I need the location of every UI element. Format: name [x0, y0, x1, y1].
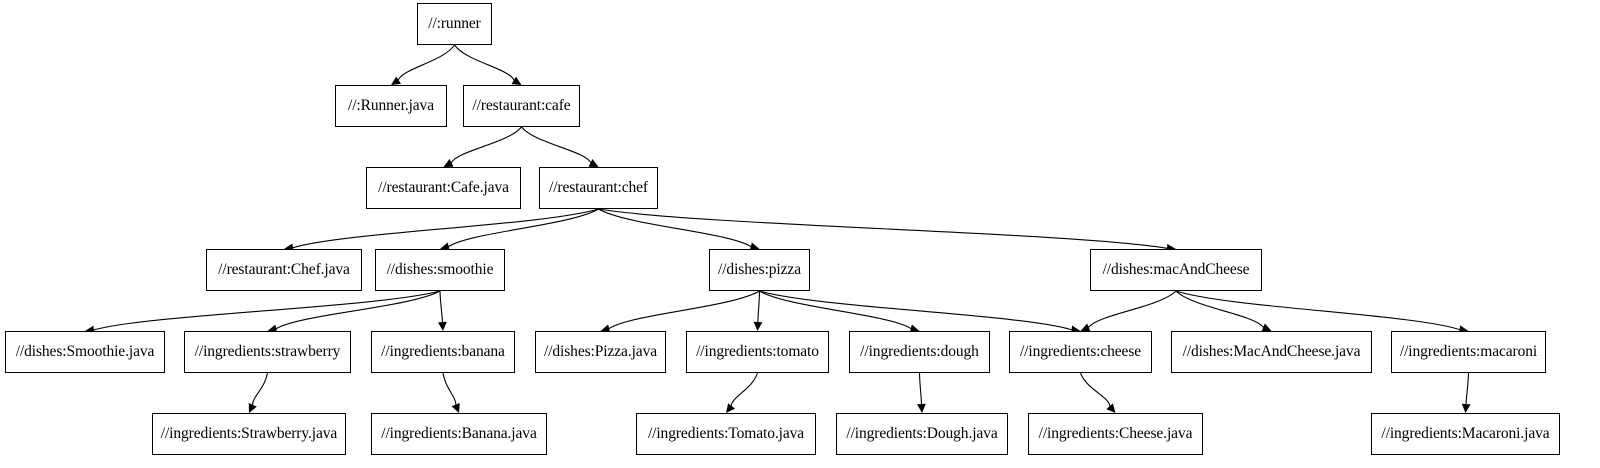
graph-node-restaurant-cafe-java[interactable]: //restaurant:Cafe.java	[366, 167, 521, 209]
graph-edge-dishes-macandcheese-to-dishes-macandcheese-java	[1175, 290, 1265, 329]
graph-node-dishes-pizza[interactable]: //dishes:pizza	[709, 249, 810, 291]
graph-node-label: //dishes:smoothie	[386, 261, 494, 279]
graph-node-label: //ingredients:Dough.java	[846, 425, 998, 443]
graph-node-label: //ingredients:strawberry	[194, 343, 341, 361]
graph-edge-restaurant-cafe-to-restaurant-cafe-java	[450, 126, 522, 164]
graph-node-label: //ingredients:Strawberry.java	[160, 425, 338, 443]
graph-edge-arrowhead	[437, 321, 447, 331]
graph-node-dishes-macandcheese[interactable]: //dishes:macAndCheese	[1090, 249, 1262, 291]
graph-node-label: //ingredients:Banana.java	[381, 425, 537, 443]
graph-node-label: //ingredients:tomato	[696, 343, 819, 361]
graph-node-label: //ingredients:macaroni	[1399, 343, 1538, 361]
graph-edge-arrowhead	[588, 158, 599, 167]
graph-node-label: //ingredients:banana	[381, 343, 505, 361]
graph-node-label: //dishes:Smoothie.java	[15, 343, 155, 361]
graph-node-label: //dishes:MacAndCheese.java	[1182, 343, 1361, 361]
graph-node-ing-tomato-java[interactable]: //ingredients:Tomato.java	[636, 413, 816, 455]
graph-node-label: //:runner	[428, 15, 481, 33]
graph-edge-arrowhead	[917, 403, 926, 413]
graph-edge-arrowhead	[391, 76, 401, 85]
graph-node-runner[interactable]: //:runner	[417, 3, 492, 45]
graph-edge-arrowhead	[726, 403, 736, 413]
graph-edge-dishes-macandcheese-to-ing-cheese	[1087, 290, 1177, 329]
graph-edge-dishes-pizza-to-ing-cheese	[759, 290, 1073, 331]
graph-edge-ing-macaroni-to-ing-macaroni-java	[1465, 372, 1470, 405]
graph-node-ing-cheese[interactable]: //ingredients:cheese	[1009, 331, 1152, 373]
graph-node-ing-dough[interactable]: //ingredients:dough	[849, 331, 990, 373]
graph-node-label: //ingredients:cheese	[1019, 343, 1142, 361]
graph-node-runner-java[interactable]: //:Runner.java	[335, 85, 447, 127]
graph-edge-arrowhead	[248, 402, 257, 413]
graph-edge-arrowhead	[511, 76, 522, 85]
graph-edge-arrowhead	[753, 321, 763, 331]
graph-edge-ing-strawberry-to-ing-strawberry-java	[251, 372, 269, 406]
graph-edge-arrowhead	[451, 403, 460, 413]
graph-node-dishes-macandcheese-java[interactable]: //dishes:MacAndCheese.java	[1171, 331, 1372, 373]
graph-edge-arrowhead	[1106, 403, 1116, 413]
graph-edge-dishes-pizza-to-dishes-pizza-java	[608, 290, 760, 330]
graph-node-ing-dough-java[interactable]: //ingredients:Dough.java	[836, 413, 1008, 455]
graph-node-dishes-smoothie-java[interactable]: //dishes:Smoothie.java	[5, 331, 165, 373]
graph-node-ing-banana-java[interactable]: //ingredients:Banana.java	[371, 413, 547, 455]
graph-node-restaurant-cafe[interactable]: //restaurant:cafe	[463, 85, 580, 127]
graph-node-label: //ingredients:Tomato.java	[647, 425, 805, 443]
graph-edge-arrowhead	[1461, 403, 1471, 413]
graph-node-dishes-pizza-java[interactable]: //dishes:Pizza.java	[535, 331, 666, 373]
graph-node-ing-banana[interactable]: //ingredients:banana	[371, 331, 515, 373]
graph-edge-arrowhead	[443, 158, 454, 167]
graph-node-restaurant-chef-java[interactable]: //restaurant:Chef.java	[206, 249, 362, 291]
graph-node-label: //ingredients:Macaroni.java	[1381, 425, 1550, 443]
graph-edge-dishes-smoothie-to-ing-strawberry	[275, 290, 441, 330]
graph-node-label: //ingredients:dough	[860, 343, 979, 361]
graph-edge-restaurant-chef-to-dishes-pizza	[598, 208, 752, 248]
graph-node-dishes-smoothie[interactable]: //dishes:smoothie	[375, 249, 505, 291]
graph-edge-ing-tomato-to-ing-tomato-java	[730, 372, 759, 407]
graph-node-ing-cheese-java[interactable]: //ingredients:Cheese.java	[1028, 413, 1203, 455]
graph-node-ing-strawberry[interactable]: //ingredients:strawberry	[184, 331, 351, 373]
graph-edge-dishes-pizza-to-ing-tomato	[757, 290, 761, 323]
graph-node-ing-macaroni[interactable]: //ingredients:macaroni	[1391, 331, 1546, 373]
graph-node-label: //dishes:pizza	[718, 261, 801, 279]
graph-edge-ing-banana-to-ing-banana-java	[442, 372, 457, 406]
graph-edge-restaurant-cafe-to-restaurant-chef	[521, 126, 592, 164]
graph-node-label: //restaurant:cafe	[472, 97, 571, 115]
graph-node-label: //dishes:macAndCheese	[1102, 261, 1250, 279]
graph-node-ing-macaroni-java[interactable]: //ingredients:Macaroni.java	[1371, 413, 1560, 455]
graph-node-restaurant-chef[interactable]: //restaurant:chef	[539, 167, 658, 209]
graph-node-ing-strawberry-java[interactable]: //ingredients:Strawberry.java	[152, 413, 346, 455]
graph-edge-dishes-macandcheese-to-ing-macaroni	[1175, 290, 1461, 331]
graph-edge-ing-cheese-to-ing-cheese-java	[1079, 372, 1111, 407]
graph-node-label: //ingredients:Cheese.java	[1038, 425, 1193, 443]
graph-edge-runner-to-restaurant-cafe	[454, 44, 515, 82]
graph-edge-ing-dough-to-ing-dough-java	[918, 372, 923, 405]
graph-edge-dishes-smoothie-to-ing-banana	[439, 290, 443, 323]
graph-node-label: //dishes:Pizza.java	[543, 343, 658, 361]
graph-node-label: //:Runner.java	[348, 97, 434, 115]
graph-edge-restaurant-chef-to-dishes-macandcheese	[598, 208, 1168, 249]
graph-edge-dishes-pizza-to-ing-dough	[759, 290, 912, 330]
graph-node-label: //restaurant:chef	[549, 179, 648, 197]
graph-node-label: //restaurant:Chef.java	[218, 261, 350, 279]
graph-node-label: //restaurant:Cafe.java	[378, 179, 509, 197]
graph-edge-restaurant-chef-to-restaurant-chef-java	[292, 208, 599, 249]
graph-node-ing-tomato[interactable]: //ingredients:tomato	[686, 331, 829, 373]
graph-edge-runner-to-runner-java	[397, 44, 455, 81]
graph-edge-restaurant-chef-to-dishes-smoothie	[447, 208, 599, 248]
graph-edge-dishes-smoothie-to-dishes-smoothie-java	[93, 290, 441, 331]
